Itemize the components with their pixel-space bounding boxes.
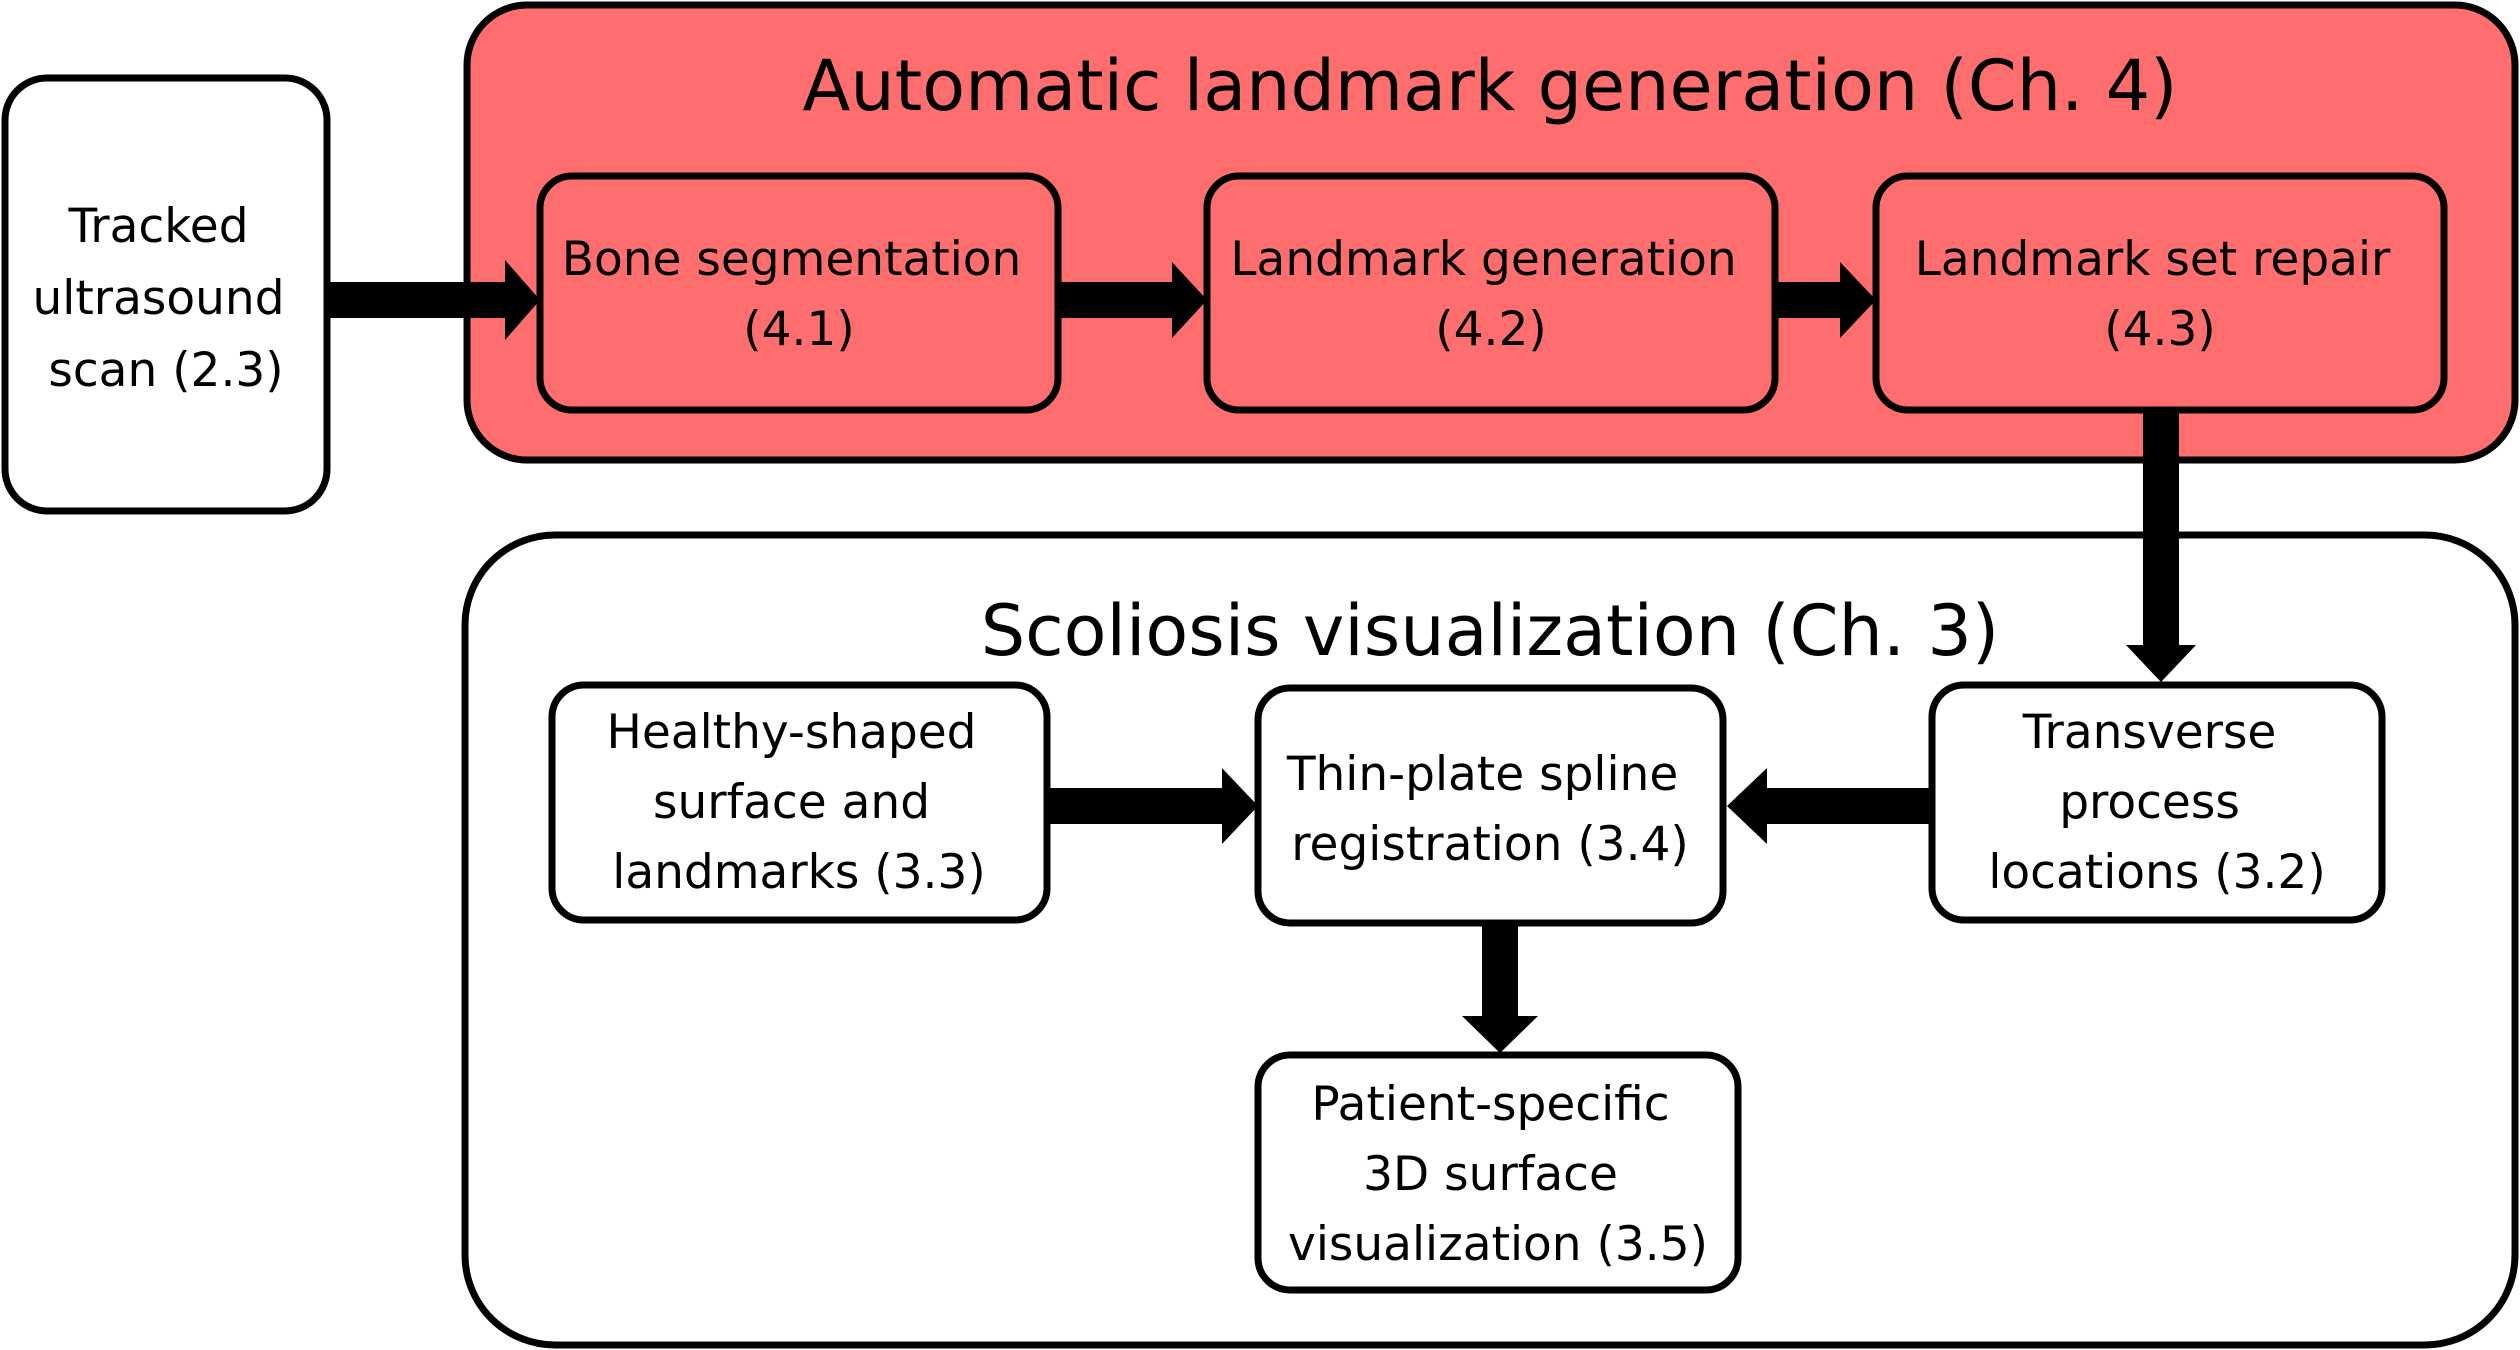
arrows: [330, 260, 2196, 1053]
healthy-shaped-surface-label: Healthy-shaped surface and landmarks (3.…: [607, 705, 992, 900]
thin-plate-spline-registration-label: Thin-plate spline registration (3.4): [1286, 747, 1693, 872]
landmark-set-repair-label: Landmark set repair (4.3): [1915, 232, 2406, 357]
landmark-generation-label: Landmark generation (4.2): [1230, 232, 1751, 357]
arrow-tps-to-patient: [1462, 925, 1538, 1053]
tracked-ultrasound-scan-box: [1, 74, 331, 515]
healthy-shaped-surface-box: [548, 681, 1051, 924]
patient-specific-surface-label: Patient-specific 3D surface visualizatio…: [1288, 1077, 1708, 1272]
scoliosis-visualization-title: Scoliosis visualization (Ch. 3): [981, 590, 2000, 672]
landmark-generation-title: Automatic landmark generation (Ch. 4): [803, 45, 2178, 127]
arrow-transverse-to-tps: [1727, 768, 1932, 844]
bone-segmentation-label: Bone segmentation (4.1): [562, 232, 1037, 357]
thin-plate-spline-registration-box: [1254, 684, 1727, 927]
arrow-bone-to-landmark-generation: [1060, 262, 1207, 338]
arrow-healthy-to-tps: [1047, 768, 1258, 844]
transverse-process-locations-box: [1928, 681, 2386, 924]
bone-segmentation-box: [536, 172, 1062, 414]
arrow-input-to-bone: [330, 260, 540, 340]
tracked-ultrasound-scan-label: Tracked ultrasound scan (2.3): [32, 199, 299, 398]
transverse-process-locations-label: Transverse process locations (3.2): [1988, 705, 2325, 900]
patient-specific-surface-box: [1254, 1051, 1742, 1294]
landmark-set-repair-box: [1872, 172, 2448, 414]
arrow-repair-to-transverse: [2126, 412, 2196, 682]
arrow-landmark-generation-to-repair: [1775, 262, 1876, 338]
landmark-generation-box: [1203, 172, 1779, 414]
